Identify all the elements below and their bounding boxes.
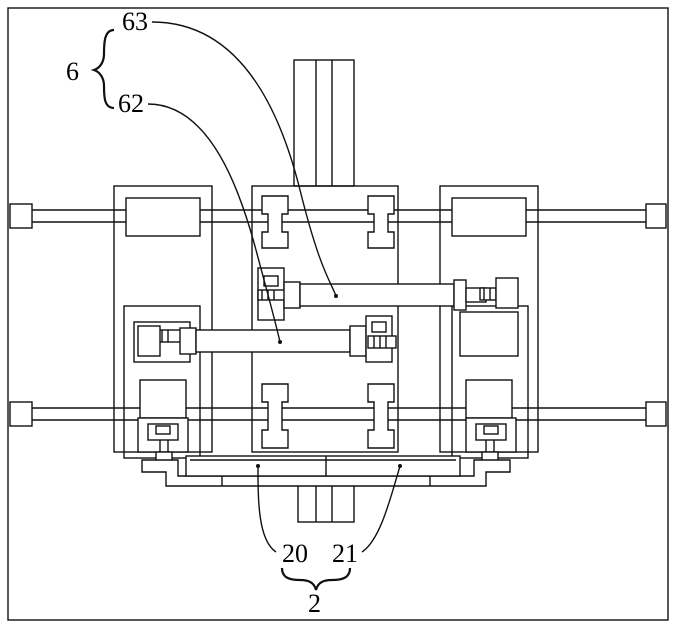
lower-column — [297, 481, 355, 523]
leader-20 — [257, 465, 277, 553]
label-20: 20 — [282, 539, 308, 568]
right-clamp-unit — [451, 305, 529, 468]
label-2: 2 — [308, 589, 321, 618]
base-plate — [141, 455, 511, 487]
left-slide-plate — [113, 185, 213, 453]
leader-63 — [151, 21, 337, 297]
leader-62 — [147, 103, 281, 343]
label-6: 6 — [66, 57, 79, 86]
central-column — [293, 59, 355, 187]
brace-2 — [280, 567, 352, 591]
drawing-frame — [7, 7, 669, 621]
label-63: 63 — [122, 7, 148, 36]
center-frame-plate — [251, 185, 399, 453]
leader-21 — [361, 465, 401, 553]
label-62: 62 — [118, 89, 144, 118]
brace-6 — [90, 28, 115, 110]
label-21: 21 — [332, 539, 358, 568]
cylinder-63 — [257, 267, 519, 321]
cylinder-62 — [137, 315, 397, 363]
lower-guide-rod — [9, 401, 667, 427]
upper-guide-rod — [9, 203, 667, 229]
